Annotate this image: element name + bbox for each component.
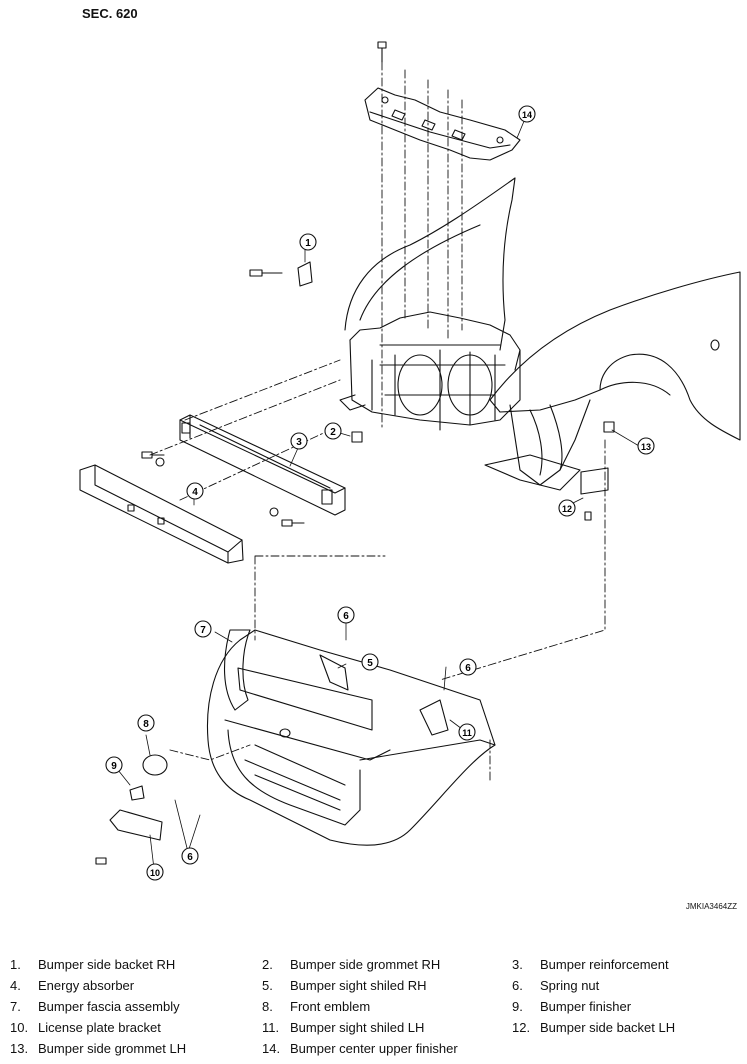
callout-1: 1 bbox=[305, 238, 311, 249]
legend-item-2: 2. Bumper side grommet RH bbox=[262, 957, 440, 972]
legend-label: Bumper sight shiled LH bbox=[290, 1020, 425, 1035]
legend-item-6: 6. Spring nut bbox=[512, 978, 599, 993]
emblem-plate-drawing bbox=[95, 754, 168, 865]
legend-label: Energy absorber bbox=[38, 978, 135, 993]
legend-label: Front emblem bbox=[290, 999, 371, 1014]
legend-label: Bumper side backet LH bbox=[540, 1020, 676, 1035]
callout-6c: 6 bbox=[187, 852, 193, 863]
callout-4: 4 bbox=[192, 487, 198, 498]
legend-item-9: 9. Bumper finisher bbox=[512, 999, 631, 1014]
callout-7: 7 bbox=[200, 625, 206, 636]
top-bolt-drawing bbox=[377, 41, 387, 63]
legend-item-3: 3. Bumper reinforcement bbox=[512, 957, 669, 972]
legend-num: 12. bbox=[512, 1020, 531, 1035]
callout-5: 5 bbox=[367, 658, 373, 669]
callout-12: 12 bbox=[562, 504, 572, 514]
callout-6a: 6 bbox=[343, 611, 349, 622]
callout-circles bbox=[105, 105, 655, 881]
legend-num: 3. bbox=[512, 957, 523, 972]
figure-code: JMKIA3464ZZ bbox=[685, 902, 737, 911]
callout-8: 8 bbox=[143, 719, 149, 730]
legend-num: 5. bbox=[262, 978, 273, 993]
right-fender-drawing bbox=[484, 271, 741, 491]
legend-label: Bumper side grommet LH bbox=[38, 1041, 187, 1056]
legend-num: 1. bbox=[10, 957, 21, 972]
legend-label: Bumper side backet RH bbox=[38, 957, 176, 972]
legend-label: Bumper fascia assembly bbox=[38, 999, 180, 1014]
legend-item-5: 5. Bumper sight shiled RH bbox=[262, 978, 427, 993]
legend-item-8: 8. Front emblem bbox=[262, 999, 370, 1014]
section-label: SEC. 620 bbox=[82, 6, 138, 21]
callout-14: 14 bbox=[522, 110, 532, 120]
parts-legend: 1. Bumper side backet RH 2. Bumper side gr… bbox=[0, 955, 747, 1061]
bumper-side-bracket-rh-drawing bbox=[249, 261, 313, 287]
core-support-drawing bbox=[339, 177, 521, 431]
legend-num: 6. bbox=[512, 978, 523, 993]
legend-item-12: 12. Bumper side backet LH bbox=[512, 1020, 675, 1035]
legend-item-10: 10. License plate bracket bbox=[10, 1020, 161, 1035]
legend-num: 7. bbox=[10, 999, 21, 1014]
legend-label: Bumper finisher bbox=[540, 999, 632, 1014]
callout-3: 3 bbox=[296, 437, 302, 448]
legend-num: 14. bbox=[262, 1041, 281, 1056]
legend-label: Bumper side grommet RH bbox=[290, 957, 441, 972]
legend-label: License plate bracket bbox=[38, 1020, 161, 1035]
legend-item-14: 14. Bumper center upper finisher bbox=[262, 1041, 458, 1056]
bumper-fascia-drawing bbox=[206, 629, 496, 846]
callout-9: 9 bbox=[111, 761, 117, 772]
legend-item-13: 13. Bumper side grommet LH bbox=[10, 1041, 186, 1056]
legend-num: 8. bbox=[262, 999, 273, 1014]
legend-num: 9. bbox=[512, 999, 523, 1014]
legend-num: 11. bbox=[262, 1020, 280, 1035]
bumper-reinforcement-drawing bbox=[179, 414, 346, 516]
legend-item-11: 11. Bumper sight shiled LH bbox=[262, 1020, 424, 1035]
callout-6b: 6 bbox=[465, 663, 471, 674]
legend-num: 4. bbox=[10, 978, 21, 993]
callout-13: 13 bbox=[641, 442, 651, 452]
legend-item-1: 1. Bumper side backet RH bbox=[10, 957, 175, 972]
legend-label: Bumper center upper finisher bbox=[290, 1041, 458, 1056]
fasteners-drawing bbox=[141, 421, 615, 527]
callout-10: 10 bbox=[150, 868, 160, 878]
callout-labels: 1 2 3 4 5 6 6 6 7 8 9 10 11 12 13 14 bbox=[111, 110, 651, 878]
energy-absorber-drawing bbox=[79, 464, 244, 564]
legend-item-4: 4. Energy absorber bbox=[10, 978, 134, 993]
legend-num: 2. bbox=[262, 957, 273, 972]
callout-2: 2 bbox=[330, 427, 336, 438]
legend-num: 13. bbox=[10, 1041, 29, 1056]
callout-11: 11 bbox=[462, 728, 472, 738]
legend-label: Bumper reinforcement bbox=[540, 957, 669, 972]
legend-num: 10. bbox=[10, 1020, 29, 1035]
legend-label: Spring nut bbox=[540, 978, 600, 993]
exploded-diagram: 1 2 3 4 5 6 6 6 7 8 9 10 11 12 13 14 bbox=[79, 41, 741, 881]
legend-label: Bumper sight shiled RH bbox=[290, 978, 427, 993]
center-upper-finisher-drawing bbox=[364, 87, 521, 161]
legend-item-7: 7. Bumper fascia assembly bbox=[10, 999, 180, 1014]
phantom-lines bbox=[149, 61, 606, 781]
